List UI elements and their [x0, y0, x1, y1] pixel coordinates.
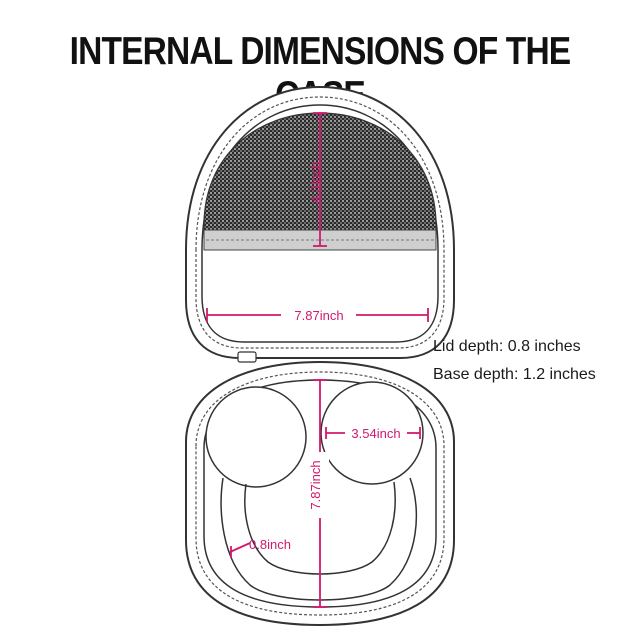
ear-cup-diameter-label: 3.54inch: [351, 426, 400, 441]
zipper-pull-icon: [237, 351, 257, 363]
base-depth-note: Base depth: 1.2 inches: [433, 366, 596, 383]
dimension-lines: [206, 112, 429, 608]
base-height-label: 7.87inch: [308, 460, 323, 509]
lid-width-label: 7.87inch: [294, 308, 343, 323]
lid-depth-note: Lid depth: 0.8 inches: [433, 338, 581, 355]
headband-width-label: 0.8inch: [249, 537, 291, 552]
lid-height-label: 4.3inch: [308, 161, 323, 203]
headband-width-line: [229, 542, 251, 553]
